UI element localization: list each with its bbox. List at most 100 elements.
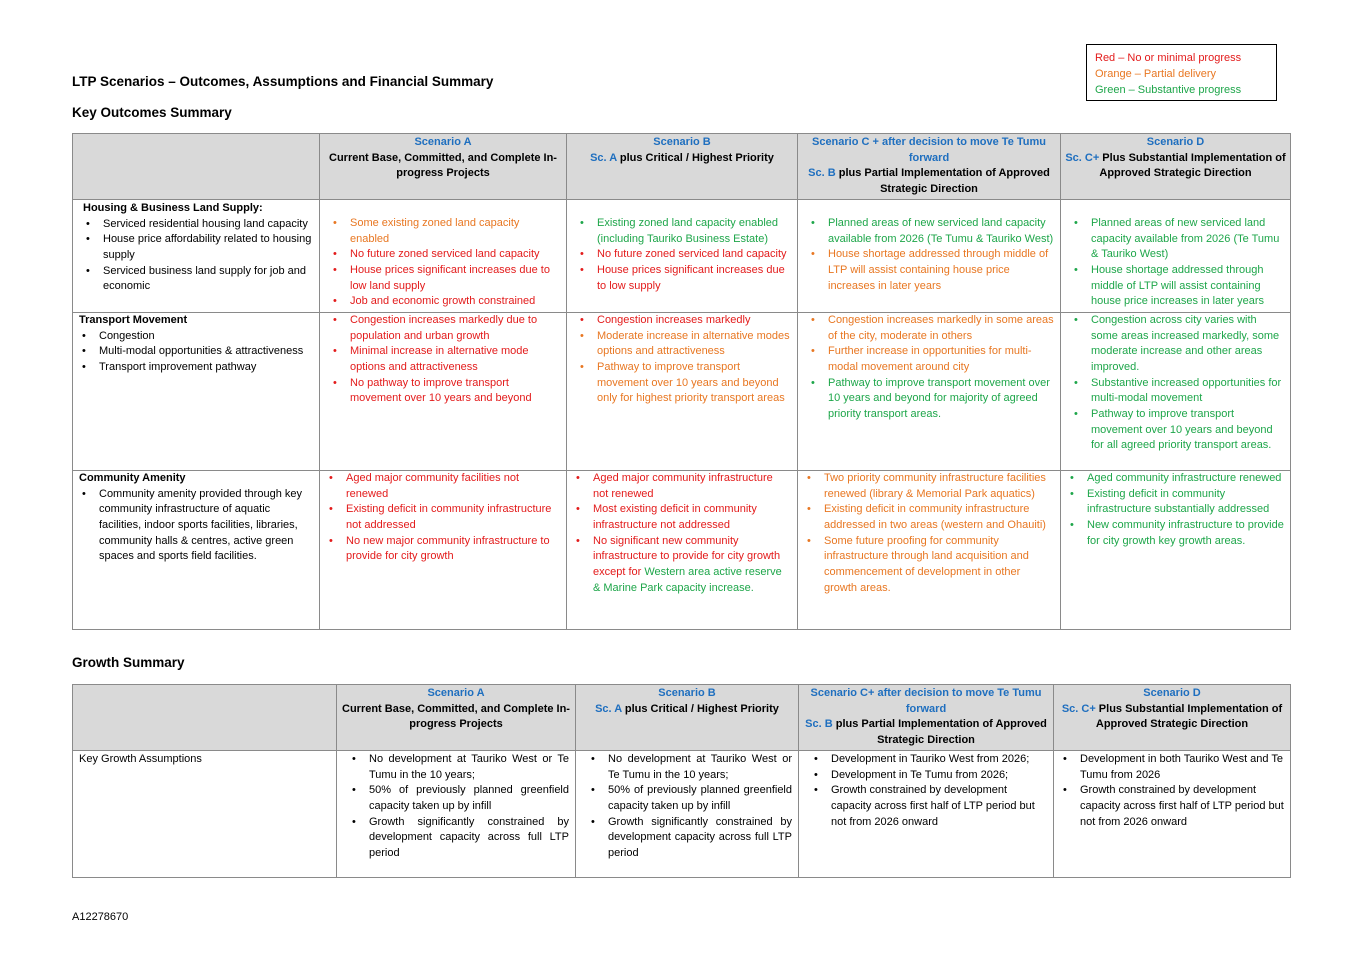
list-item: Aged major community infrastructure not … — [576, 471, 791, 502]
row-title: Community Amenity — [79, 471, 186, 484]
cell-growth-a: No development at Tauriko West or Te Tum… — [336, 749, 576, 878]
header-scenario-b: Scenario B Sc. A plus Critical / Highest… — [566, 133, 798, 200]
list-item: No future zoned serviced land capacity — [333, 247, 560, 263]
list-item: Existing deficit in community infrastruc… — [329, 502, 560, 533]
scenario-prefix: Sc. B — [808, 167, 836, 180]
cell-community-b: Aged major community infrastructure not … — [566, 469, 798, 630]
scenario-desc: Plus Substantial Implementation of Appro… — [1099, 151, 1286, 180]
scenario-name: Scenario C+ after decision to move Te Tu… — [810, 687, 1042, 715]
legend-green: Green – Substantive progress — [1095, 84, 1242, 96]
row-label-housing: Housing & Business Land Supply: Serviced… — [72, 198, 320, 313]
table-header-row: Scenario A Current Base, Committed, and … — [72, 133, 1291, 200]
list-item: Aged community infrastructure renewed — [1070, 471, 1284, 486]
list-item: Congestion increases markedly in some ar… — [811, 313, 1054, 344]
list-item: House shortage addressed through middle … — [1074, 263, 1284, 310]
header-scenario-a: Scenario A Current Base, Committed, and … — [319, 133, 567, 200]
list-item: Congestion increases markedly due to pop… — [333, 313, 560, 344]
list-item: Further increase in opportunities for mu… — [811, 344, 1054, 375]
list-item: Congestion increases markedly — [580, 313, 791, 328]
list-item: House price affordability related to hou… — [86, 232, 313, 263]
list-item: Existing deficit in community infrastruc… — [807, 502, 1054, 533]
list-item: Existing zoned land capacity enabled (in… — [580, 216, 791, 247]
cell-community-a: Aged major community facilities not rene… — [319, 469, 567, 630]
table-row-community: Community Amenity Community amenity prov… — [72, 469, 1291, 630]
list-item: Minimal increase in alternative mode opt… — [333, 344, 560, 375]
cell-housing-d: Planned areas of new serviced land capac… — [1060, 198, 1291, 313]
document-title: LTP Scenarios – Outcomes, Assumptions an… — [72, 74, 494, 89]
list-item: Multi-modal opportunities & attractivene… — [82, 344, 313, 360]
list-item: Moderate increase in alternative modes o… — [580, 329, 791, 360]
list-item: No development at Tauriko West or Te Tum… — [352, 752, 569, 783]
legend-red: Red – No or minimal progress — [1095, 52, 1242, 64]
row-title: Housing & Business Land Supply: — [83, 201, 263, 214]
list-item: Pathway to improve transport movement ov… — [811, 376, 1054, 423]
key-outcomes-heading: Key Outcomes Summary — [72, 105, 232, 120]
growth-summary-table: Scenario A Current Base, Committed, and … — [72, 684, 1291, 878]
header-scenario-c: Scenario C + after decision to move Te T… — [797, 133, 1061, 200]
scenario-name: Scenario B — [653, 136, 711, 148]
table-row-growth: Key Growth Assumptions No development at… — [72, 749, 1291, 878]
header-scenario-a: Scenario A Current Base, Committed, and … — [336, 684, 576, 751]
list-item: Growth constrained by development capaci… — [1063, 783, 1284, 830]
cell-housing-c: Planned areas of new serviced land capac… — [797, 198, 1061, 313]
table-row-housing: Housing & Business Land Supply: Serviced… — [72, 198, 1291, 313]
list-item: No development at Tauriko West or Te Tum… — [591, 752, 792, 783]
list-item: Existing deficit in community infrastruc… — [1070, 487, 1284, 518]
list-item: Development in Tauriko West from 2026; — [814, 752, 1047, 768]
cell-transport-c: Congestion increases markedly in some ar… — [797, 311, 1061, 471]
list-item: Development in both Tauriko West and Te … — [1063, 752, 1284, 783]
growth-summary-heading: Growth Summary — [72, 655, 185, 670]
cell-transport-a: Congestion increases markedly due to pop… — [319, 311, 567, 471]
list-item: Most existing deficit in community infra… — [576, 502, 791, 533]
list-item: Growth constrained by development capaci… — [814, 783, 1047, 830]
scenario-desc: plus Partial Implementation of Approved … — [832, 718, 1047, 747]
list-item: 50% of previously planned greenfield cap… — [591, 783, 792, 814]
legend-orange: Orange – Partial delivery — [1095, 68, 1217, 80]
list-item: Two priority community infrastructure fa… — [807, 471, 1054, 502]
scenario-desc: Current Base, Committed, and Complete In… — [329, 151, 557, 180]
list-item: No future zoned serviced land capacity — [580, 247, 791, 263]
list-item: Planned areas of new serviced land capac… — [811, 216, 1054, 247]
scenario-prefix: Sc. A — [590, 151, 617, 164]
scenario-desc: Plus Substantial Implementation of Appro… — [1095, 702, 1283, 731]
row-label-transport: Transport Movement Congestion Multi-moda… — [72, 311, 320, 471]
list-item: No pathway to improve transport movement… — [333, 376, 560, 407]
list-item: Some future proofing for community infra… — [807, 534, 1054, 597]
list-item: Serviced business land supply for job an… — [86, 264, 313, 295]
list-item: Congestion — [82, 329, 313, 345]
scenario-prefix: Sc. C+ — [1065, 151, 1100, 164]
header-empty — [72, 133, 320, 200]
list-item: Transport improvement pathway — [82, 360, 313, 376]
list-item: Development in Te Tumu from 2026; — [814, 768, 1047, 784]
table-header-row: Scenario A Current Base, Committed, and … — [72, 684, 1291, 751]
scenario-desc: plus Partial Implementation of Approved … — [835, 167, 1050, 196]
cell-housing-a: Some existing zoned land capacity enable… — [319, 198, 567, 313]
list-item: House prices significant increases due t… — [580, 263, 791, 294]
scenario-prefix: Sc. B — [805, 718, 833, 731]
cell-community-c: Two priority community infrastructure fa… — [797, 469, 1061, 630]
scenario-name: Scenario A — [427, 687, 485, 699]
cell-transport-b: Congestion increases markedly Moderate i… — [566, 311, 798, 471]
scenario-desc: plus Critical / Highest Priority — [621, 702, 779, 715]
list-item: House prices significant increases due t… — [333, 263, 560, 294]
header-scenario-d: Scenario D Sc. C+ Plus Substantial Imple… — [1060, 133, 1291, 200]
scenario-desc: Current Base, Committed, and Complete In… — [342, 702, 570, 731]
cell-community-d: Aged community infrastructure renewed Ex… — [1060, 469, 1291, 630]
list-item: House shortage addressed through middle … — [811, 247, 1054, 294]
cell-housing-b: Existing zoned land capacity enabled (in… — [566, 198, 798, 313]
header-scenario-b: Scenario B Sc. A plus Critical / Highest… — [575, 684, 799, 751]
document-reference: A12278670 — [72, 911, 129, 923]
list-item: Growth significantly constrained by deve… — [352, 815, 569, 862]
community-b3-green: Western area active reserve & Marine Par… — [593, 566, 782, 594]
scenario-desc: plus Critical / Highest Priority — [616, 151, 774, 164]
scenario-name: Scenario C + after decision to move Te T… — [811, 136, 1046, 164]
list-item: Aged major community facilities not rene… — [329, 471, 560, 502]
list-item: Substantive increased opportunities for … — [1074, 376, 1284, 407]
community-b3-red: No significant new community infrastruct… — [593, 534, 781, 579]
list-item: Pathway to improve transport movement ov… — [580, 360, 791, 407]
list-item: Community amenity provided through key c… — [82, 487, 313, 566]
header-scenario-c: Scenario C+ after decision to move Te Tu… — [798, 684, 1054, 751]
cell-growth-b: No development at Tauriko West or Te Tum… — [575, 749, 799, 878]
header-empty — [72, 684, 337, 751]
scenario-prefix: Sc. C+ — [1061, 702, 1096, 715]
